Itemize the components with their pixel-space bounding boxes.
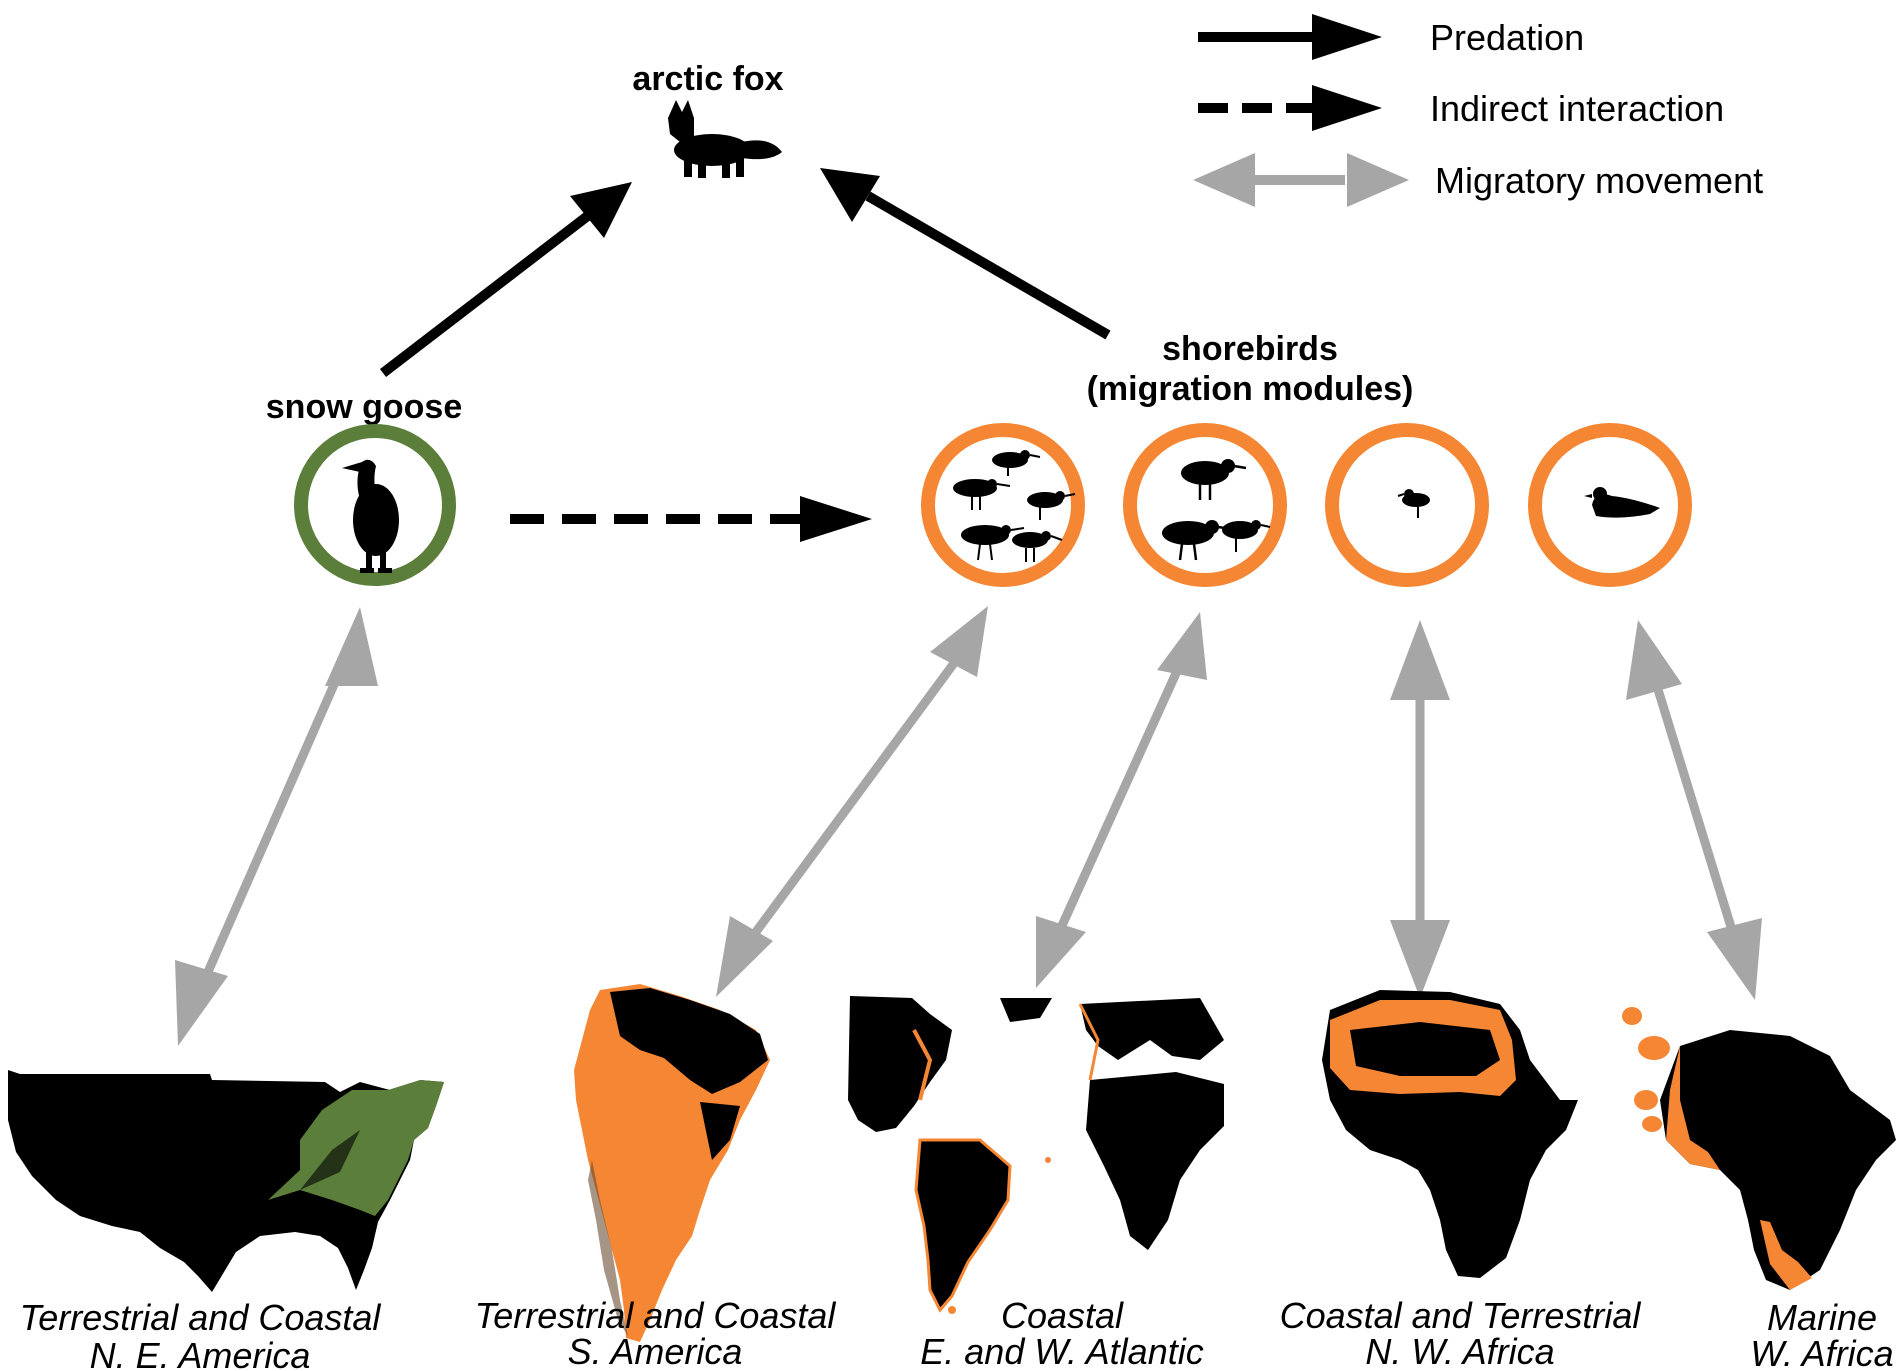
snow-goose-node: snow goose (266, 388, 462, 586)
predation-arrowhead-goose-fox (570, 182, 632, 238)
arctic-fox-label: arctic fox (632, 60, 783, 98)
region-1-line1: Terrestrial and Coastal (20, 1297, 382, 1338)
arctic-fox-node: arctic fox (632, 60, 784, 178)
map-icon (8, 1070, 444, 1292)
shorebirds-sublabel: (migration modules) (1087, 370, 1414, 408)
region-1-line2: N. E. America (90, 1335, 311, 1371)
indirect-interaction-arrowhead (800, 496, 872, 542)
region-3-line2: E. and W. Atlantic (920, 1331, 1203, 1371)
shorebird-icon (1162, 459, 1271, 561)
shorebird-icon (1584, 487, 1660, 518)
legend-predation: Predation (1198, 14, 1584, 60)
region-2-line2: S. America (568, 1331, 743, 1371)
shorebird-module-3 (1325, 423, 1489, 587)
map-icon (1322, 990, 1578, 1278)
predation-arrow-goose-fox (379, 204, 602, 377)
shorebirds-node: shorebirds (migration modules) (921, 330, 1692, 587)
legend-migratory-arrowhead-left (1193, 153, 1255, 207)
shorebird-icon (953, 450, 1076, 562)
migratory-arrow-1 (175, 607, 378, 1046)
shorebird-icon (1397, 489, 1430, 518)
region-5-line1: Marine (1767, 1297, 1877, 1338)
map-icon (1622, 1007, 1896, 1290)
migratory-arrow-2 (716, 606, 988, 997)
legend-migratory: Migratory movement (1193, 153, 1763, 207)
region-4-line1: Coastal and Terrestrial (1280, 1295, 1642, 1336)
region-5-line2: W. Africa (1750, 1333, 1893, 1371)
region-2-line1: Terrestrial and Coastal (475, 1295, 837, 1336)
legend-indirect-label: Indirect interaction (1430, 88, 1724, 129)
legend-indirect-arrowhead (1312, 85, 1382, 131)
migratory-arrow-5 (1626, 620, 1762, 1000)
shorebird-module-1 (921, 423, 1085, 587)
fox-icon (668, 100, 782, 178)
map-s-america: Terrestrial and Coastal S. America (475, 984, 837, 1371)
legend-indirect: Indirect interaction (1198, 85, 1724, 131)
region-3-line1: Coastal (1001, 1295, 1124, 1336)
map-w-africa: Marine W. Africa (1622, 1007, 1896, 1371)
map-icon (848, 996, 1224, 1314)
shorebird-module-4 (1528, 423, 1692, 587)
migratory-arrow-4 (1390, 620, 1450, 998)
snow-goose-label: snow goose (266, 388, 462, 426)
predation-arrowhead-shorebirds-fox (820, 168, 880, 222)
region-4-line2: N. W. Africa (1365, 1331, 1554, 1371)
map-nw-africa: Coastal and Terrestrial N. W. Africa (1280, 990, 1642, 1371)
legend-migratory-arrowhead-right (1347, 153, 1409, 207)
map-atlantic: Coastal E. and W. Atlantic (848, 996, 1224, 1371)
shorebird-module-2 (1123, 423, 1287, 587)
legend: Predation Indirect interaction Migratory… (1193, 14, 1763, 207)
shorebirds-label: shorebirds (1162, 330, 1338, 368)
migratory-arrows (175, 606, 1762, 1046)
predation-arrow-shorebirds-fox (865, 191, 1111, 340)
goose-icon (342, 459, 399, 573)
legend-migratory-label: Migratory movement (1435, 160, 1763, 201)
shorebird-ring (1123, 423, 1287, 587)
map-ne-america: Terrestrial and Coastal N. E. America (8, 1070, 444, 1371)
migratory-arrow-3 (1036, 612, 1207, 988)
legend-predation-arrowhead (1312, 14, 1382, 60)
legend-predation-label: Predation (1430, 17, 1584, 58)
map-icon (574, 984, 770, 1342)
